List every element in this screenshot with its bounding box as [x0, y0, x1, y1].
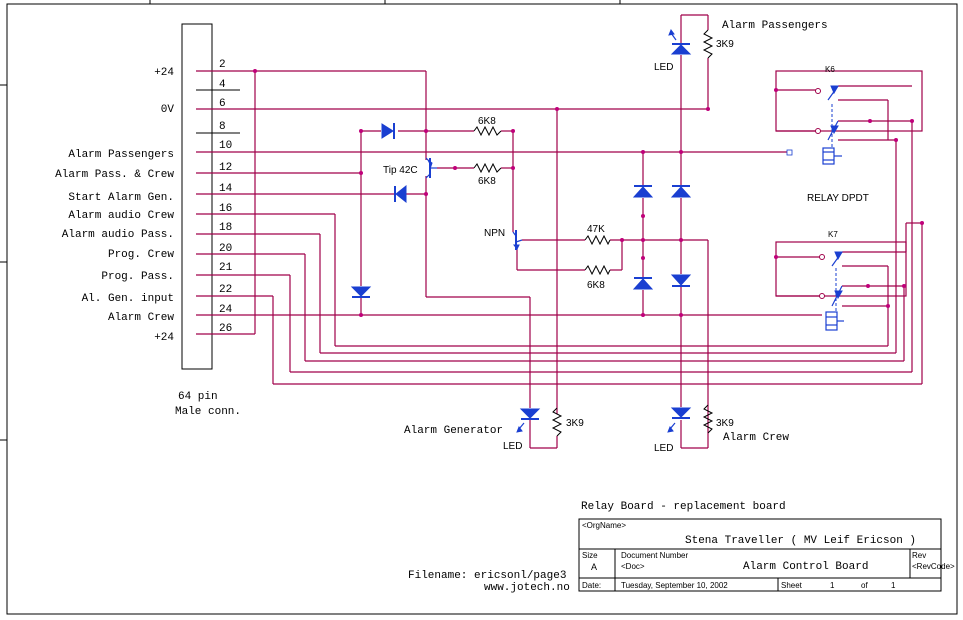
rev-label: Rev — [912, 551, 926, 560]
transistor-label: NPN — [484, 228, 505, 239]
org-value: Stena Traveller ( MV Leif Ericson ) — [685, 535, 916, 547]
rev-value: <RevCode> — [912, 562, 955, 571]
pin-number: 14 — [219, 183, 233, 195]
signal-label: Prog. Pass. — [101, 271, 174, 283]
org-tag: <OrgName> — [582, 521, 626, 530]
docnum-value: <Doc> — [621, 562, 645, 571]
relay-label: K6 — [825, 65, 835, 74]
sheet-label: Sheet — [781, 581, 803, 590]
pin-number: 2 — [219, 59, 226, 71]
filename-label: Filename: ericsonl/page3 — [408, 570, 566, 582]
pin-number: 18 — [219, 222, 232, 234]
board-heading: Relay Board - replacement board — [581, 501, 786, 513]
diode-symbols — [350, 123, 692, 298]
relay-k6 — [786, 85, 842, 165]
alarm-crew-label: Alarm Crew — [723, 432, 789, 444]
resistor-symbols — [473, 29, 714, 437]
size-label: Size — [582, 551, 598, 560]
junction-dots — [253, 69, 924, 317]
of-value: 1 — [891, 581, 896, 590]
pin-number: 16 — [219, 203, 232, 215]
size-value: A — [591, 562, 597, 572]
led-label: LED — [654, 62, 673, 73]
resistor-label: 6K8 — [478, 116, 496, 127]
relay-label: K7 — [828, 230, 838, 239]
sheet-value: 1 — [830, 581, 835, 590]
drawing-title: Alarm Control Board — [743, 561, 868, 573]
pin-number: 8 — [219, 121, 226, 133]
pin-number: 24 — [219, 304, 233, 316]
transistor-tip42c — [425, 157, 437, 179]
date-value: Tuesday, September 10, 2002 — [621, 581, 728, 590]
connector-caption-2: Male conn. — [175, 406, 241, 418]
website-label: www.jotech.no — [484, 582, 570, 594]
led-symbols — [516, 28, 692, 433]
signal-label: Start Alarm Gen. — [68, 192, 174, 204]
signal-label: Alarm Crew — [108, 312, 174, 324]
signal-label: Prog. Crew — [108, 249, 174, 261]
docnum-label: Document Number — [621, 551, 688, 560]
resistor-label: 6K8 — [478, 176, 496, 187]
of-label: of — [861, 581, 868, 590]
pin-number: 21 — [219, 262, 233, 274]
pin-number: 4 — [219, 79, 226, 91]
signal-label: Alarm Pass. & Crew — [55, 169, 174, 181]
resistor-label: 3K9 — [716, 418, 734, 429]
alarm-passengers-label: Alarm Passengers — [722, 20, 828, 32]
alarm-generator-label: Alarm Generator — [404, 425, 503, 437]
transistor-label: Tip 42C — [383, 165, 418, 176]
connector-body — [181, 23, 213, 370]
resistor-label: 6K8 — [587, 280, 605, 291]
signal-label: +24 — [154, 67, 174, 79]
sheet-border — [6, 3, 958, 615]
connector-caption-1: 64 pin — [178, 391, 218, 403]
pin-number: 26 — [219, 323, 232, 335]
pin-number: 10 — [219, 140, 232, 152]
wire-net — [196, 14, 923, 449]
signal-label: Alarm audio Pass. — [62, 229, 174, 241]
led-label: LED — [503, 441, 522, 452]
signal-label: Alarm Passengers — [68, 149, 174, 161]
resistor-label: 3K9 — [566, 418, 584, 429]
pin-number: 20 — [219, 243, 232, 255]
pin-number: 12 — [219, 162, 232, 174]
pin-number: 6 — [219, 98, 226, 110]
title-block — [578, 518, 942, 592]
relay-k7 — [819, 251, 844, 331]
transistor-npn — [512, 230, 523, 250]
pin-number: 22 — [219, 284, 232, 296]
date-label: Date: — [582, 581, 601, 590]
led-label: LED — [654, 443, 673, 454]
signal-label: +24 — [154, 332, 174, 344]
signal-label: Alarm audio Crew — [68, 210, 174, 222]
relay-type-label: RELAY DPDT — [807, 193, 869, 204]
signal-label: Al. Gen. input — [82, 293, 174, 305]
signal-label: 0V — [161, 104, 175, 116]
resistor-label: 47K — [587, 224, 605, 235]
resistor-label: 3K9 — [716, 39, 734, 50]
